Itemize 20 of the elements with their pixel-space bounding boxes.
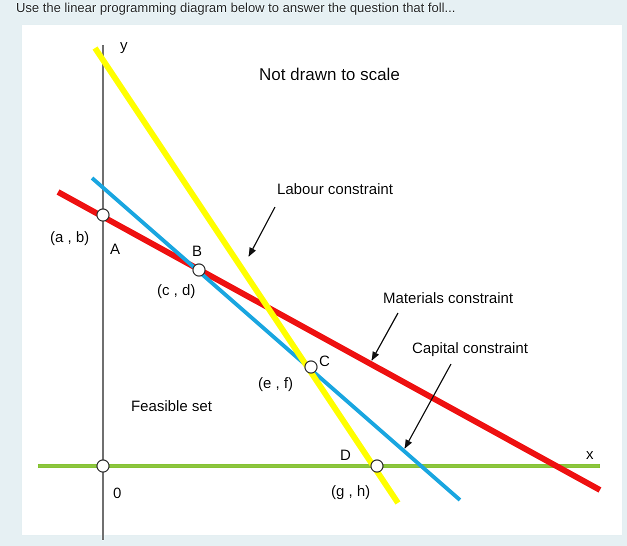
coordinate-label: (g , h) xyxy=(331,483,370,501)
leader-arrow xyxy=(371,312,399,361)
constraint-label: Labour constraint xyxy=(277,181,393,199)
instruction-text: Use the linear programming diagram below to answer the question that foll... xyxy=(16,0,456,15)
leader-arrow xyxy=(248,206,276,257)
axis-label: y xyxy=(120,37,128,55)
region-label: Feasible set xyxy=(131,398,212,416)
coordinate-label: (c , d) xyxy=(157,282,196,300)
axis-label: x xyxy=(586,446,594,464)
point-label: A xyxy=(110,241,120,259)
origin-label: 0 xyxy=(113,485,122,503)
point-label: D xyxy=(340,447,351,465)
point-label: B xyxy=(192,243,202,261)
constraint-label: Capital constraint xyxy=(412,340,528,358)
coordinate-label: (a , b) xyxy=(50,229,90,247)
coordinate-label: (e , f) xyxy=(258,375,294,393)
point-label: C xyxy=(319,353,330,371)
note-text: Not drawn to scale xyxy=(259,66,400,84)
leader-arrow xyxy=(404,364,452,449)
constraint-label: Materials constraint xyxy=(383,290,514,308)
